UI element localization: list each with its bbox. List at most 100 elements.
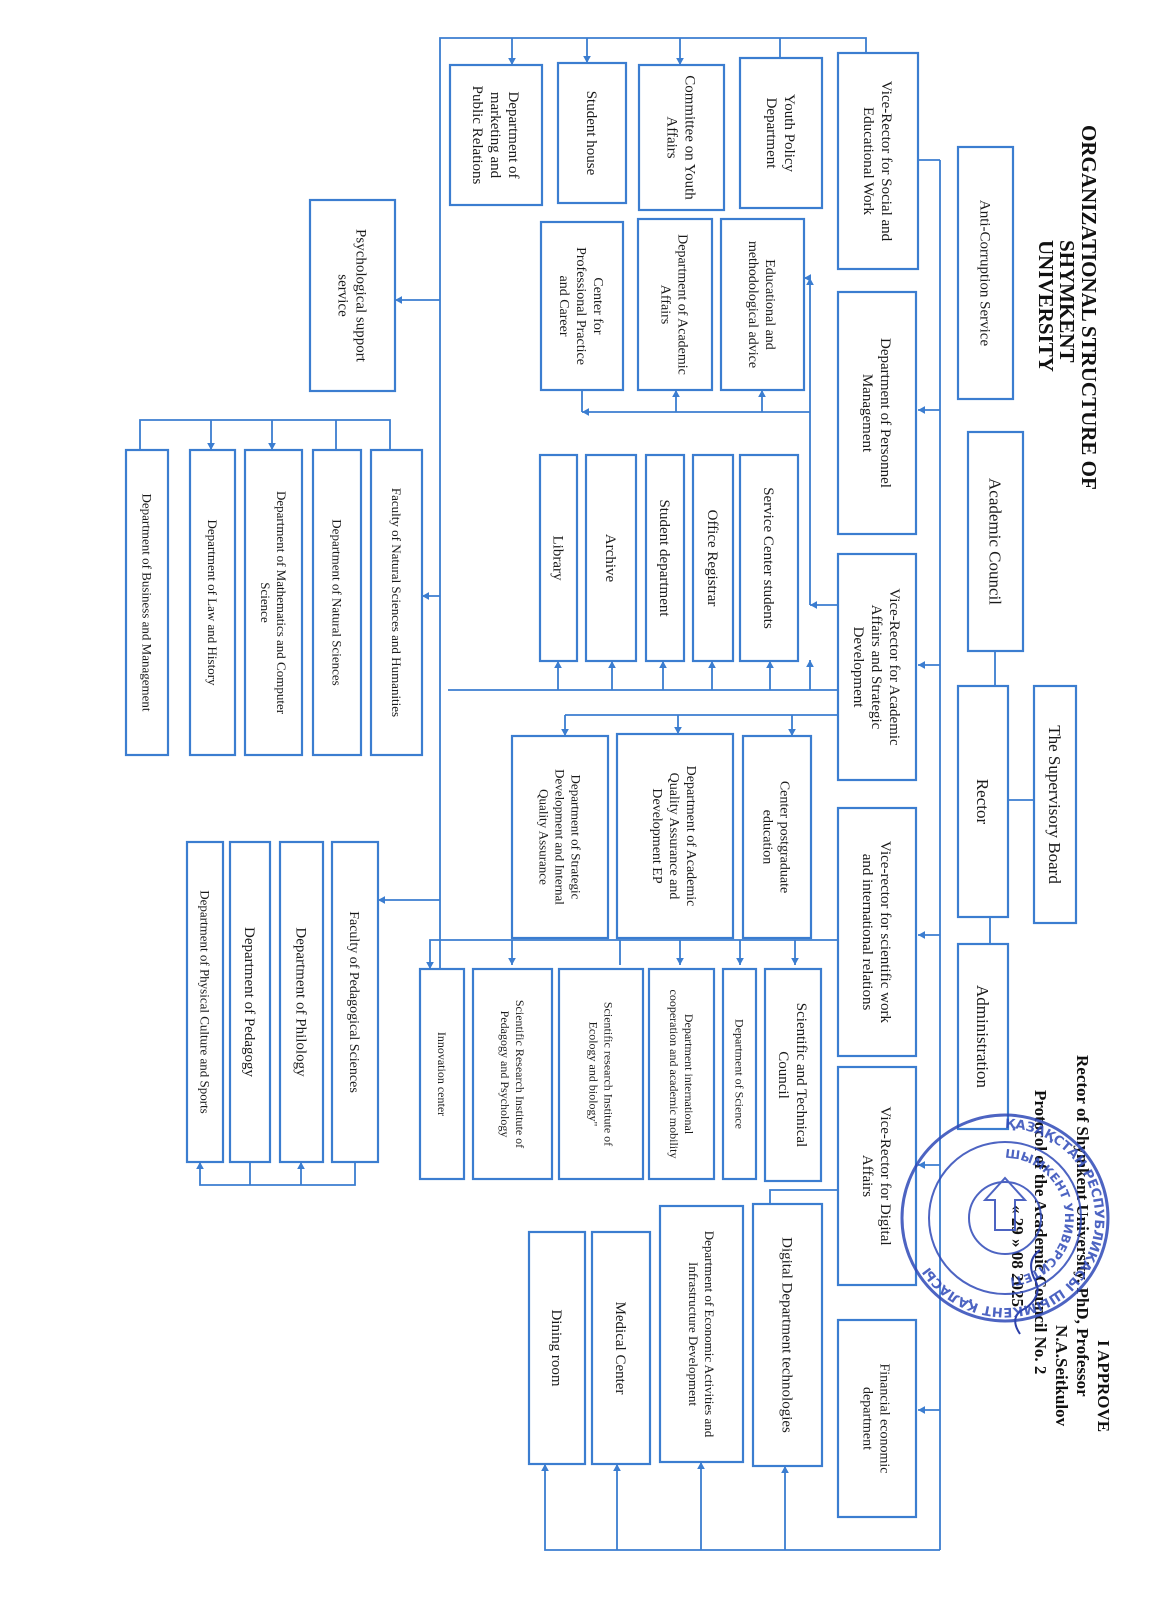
unit-label: Service Center students (760, 487, 776, 629)
arrowhead (788, 729, 796, 736)
arrowhead (918, 406, 925, 414)
unit-box (763, 967, 823, 1183)
unit-marketing: Department ofmarketing andPublic Relatio… (448, 63, 544, 207)
unit-label-line: Medical Center (612, 1302, 628, 1395)
arrowhead (674, 727, 682, 734)
unit-label-line: Council (775, 1051, 791, 1099)
arrowhead (918, 1406, 925, 1414)
unit-label-line: The Supervisory Board (1045, 725, 1064, 884)
connector-line (544, 1464, 940, 1551)
arrowhead (697, 1462, 705, 1469)
unit-label: Scientific and TechnicalCouncil (775, 1003, 809, 1147)
document-title: ORGANIZATIONAL STRUCTURE OF SHYMKENT UNI… (1034, 125, 1101, 490)
unit-box (636, 217, 714, 392)
unit-box (956, 145, 1015, 401)
unit-label-line: Center postgraduate (777, 781, 792, 893)
unit-label: Center postgraduateeducation (760, 781, 792, 893)
unit-dep-pe: Department of Physical Culture and Sport… (185, 840, 225, 1164)
unit-label-line: Library (549, 536, 565, 581)
connector-line (439, 37, 867, 1000)
arrowhead (426, 962, 434, 969)
unit-label: Department of Business and Management (139, 493, 154, 711)
unit-label-line: Anti-Corruption Service (976, 200, 992, 347)
unit-strategic: Department of StrategicDevelopment and I… (510, 734, 610, 940)
unit-vr-digital: Vice-Rector for DigitalAffairs (836, 1065, 918, 1287)
unit-label: Department of StrategicDevelopment and I… (536, 769, 583, 905)
unit-rector: Rector (956, 684, 1010, 919)
unit-label-line: Dining room (548, 1309, 564, 1386)
unit-label-line: Public Relations (469, 86, 485, 185)
unit-label: Administration (973, 985, 992, 1088)
stamp-outer-ring (900, 1113, 1110, 1323)
unit-box (836, 51, 920, 271)
unit-box (836, 1065, 918, 1287)
unit-box (751, 1202, 824, 1468)
unit-label-line: Ecology and biology" (586, 1022, 600, 1127)
arrowhead (758, 390, 766, 397)
unit-box (185, 840, 225, 1164)
unit-label-line: Committee on Youth (681, 75, 697, 200)
unit-quality: Department of AcademicQuality Assurance … (615, 732, 735, 940)
unit-label: Department of AcademicAffairs (658, 234, 690, 375)
unit-label: Center forProfessional Practiceand Caree… (556, 247, 605, 365)
arrowhead (766, 661, 774, 668)
unit-label-line: Management (859, 374, 875, 453)
unit-label-line: Student department (656, 499, 672, 617)
unit-box (124, 448, 170, 757)
arrowhead (810, 601, 817, 609)
unit-label: Department internationalcooperation and … (667, 990, 696, 1159)
unit-intl: Department internationalcooperation and … (647, 967, 716, 1181)
unit-dining: Dining room (527, 1230, 587, 1466)
unit-label: Department of Philology (292, 927, 308, 1077)
arrowhead (918, 931, 925, 939)
unit-academic-council: Academic Council (966, 430, 1025, 653)
unit-label-line: Department of Personnel (877, 338, 893, 488)
unit-label-line: Vice-Rector for Academic (886, 588, 902, 746)
unit-personnel: Department of PersonnelManagement (836, 290, 918, 536)
arrowhead (708, 661, 716, 668)
unit-box (721, 967, 758, 1181)
arrowhead (806, 660, 814, 667)
arrowhead (672, 390, 680, 397)
unit-dep-nat: Department of Natural Sciences (311, 448, 363, 757)
unit-student-dept: Student department (644, 453, 686, 663)
unit-dep-bus: Department of Business and Management (124, 448, 170, 757)
unit-label-line: Department of Economic Activities and (702, 1231, 717, 1438)
arrowhead (918, 1161, 925, 1169)
unit-box (308, 198, 397, 393)
unit-label-line: Development and Internal (552, 769, 567, 905)
unit-label: Department of PersonnelManagement (859, 338, 893, 488)
unit-label-line: Quality Assurance and (666, 773, 681, 900)
unit-box (738, 56, 824, 210)
unit-box (188, 448, 237, 757)
unit-label-line: Professional Practice (573, 247, 588, 365)
approval-heading: I APPROVE (1094, 1340, 1113, 1432)
unit-label: Department of Law and History (205, 519, 220, 686)
arrowhead (378, 896, 385, 904)
unit-box (330, 840, 380, 1164)
unit-label-line: Scientific Research Institute of (513, 1000, 527, 1148)
arrowhead (918, 661, 925, 669)
unit-box (584, 453, 638, 663)
unit-box (538, 453, 579, 663)
unit-office-registrar: Office Registrar (691, 453, 735, 663)
unit-label: Vice-Rector for Social andEducational Wo… (860, 81, 894, 242)
title-line-2: SHYMKENT (1055, 240, 1079, 363)
connector-line (139, 419, 391, 450)
unit-label: Department of Mathematics and ComputerSc… (258, 491, 289, 715)
unit-label-line: Affairs (859, 1155, 875, 1197)
unit-label: Academic Council (986, 478, 1005, 605)
arrowhead (736, 958, 744, 965)
arrowhead (508, 58, 516, 65)
unit-box (741, 734, 813, 940)
arrowhead (422, 592, 429, 600)
unit-box (448, 63, 544, 207)
unit-youth-committee: Committee on YouthAffairs (637, 63, 726, 212)
arrowhead (583, 56, 591, 63)
unit-box (243, 448, 304, 757)
unit-label-line: and Career (556, 275, 571, 336)
unit-label: Committee on YouthAffairs (663, 75, 697, 200)
unit-label-line: Department of Pedagogy (241, 927, 257, 1077)
unit-fac-nat: Faculty of Natural Sciences and Humaniti… (369, 448, 424, 757)
unit-vr-academic: Vice-Rector for AcademicAffairs and Stra… (836, 552, 918, 782)
